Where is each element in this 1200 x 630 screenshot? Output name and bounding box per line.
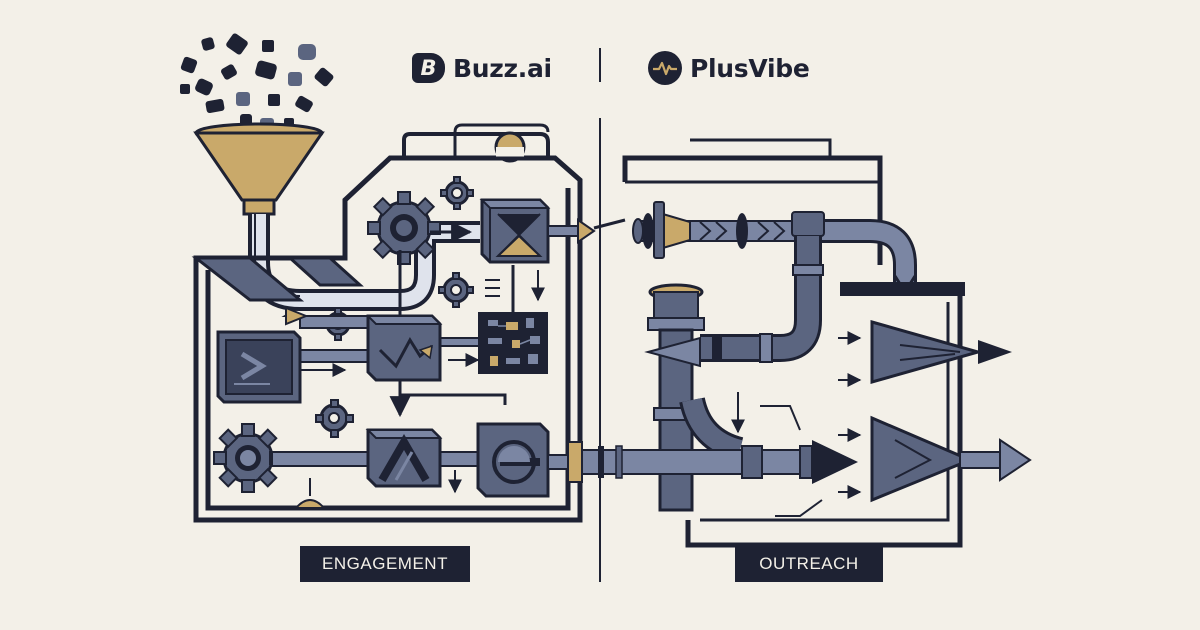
gear-icon	[440, 176, 474, 210]
engagement-frame	[193, 155, 583, 523]
valve-box	[476, 422, 550, 498]
data-particles	[180, 33, 334, 130]
top-pipe	[402, 123, 550, 163]
circuit-box	[478, 312, 548, 374]
arrow-box	[216, 330, 302, 404]
band-shape	[191, 256, 364, 302]
outreach-pipe-bottom	[547, 440, 858, 484]
lambda-box	[365, 428, 443, 488]
buzzai-brand-name: Buzz.ai	[453, 53, 552, 83]
outreach-pipe-vertical	[644, 283, 744, 512]
plusvibe-brand: PlusVibe	[648, 48, 810, 88]
buzzai-brand: B Buzz.ai	[412, 48, 552, 88]
gear-icon	[438, 272, 474, 308]
outreach-label: OUTREACH	[735, 546, 883, 582]
outreach-pipe-top	[593, 201, 917, 363]
buzz-b-logo-icon: B	[412, 53, 445, 83]
process-box	[479, 198, 596, 264]
gear-icon	[367, 191, 441, 265]
funnel-icon	[193, 122, 325, 216]
plusvibe-brand-name: PlusVibe	[690, 53, 810, 83]
pulse-wave-logo-icon	[648, 51, 682, 85]
gear-icon	[315, 399, 354, 438]
outreach-arrow-lower	[870, 415, 1032, 503]
outreach-arrow-upper	[870, 320, 1012, 384]
outreach-small-arrows	[731, 331, 862, 517]
engagement-label: ENGAGEMENT	[300, 546, 470, 582]
chart-box	[365, 314, 443, 382]
